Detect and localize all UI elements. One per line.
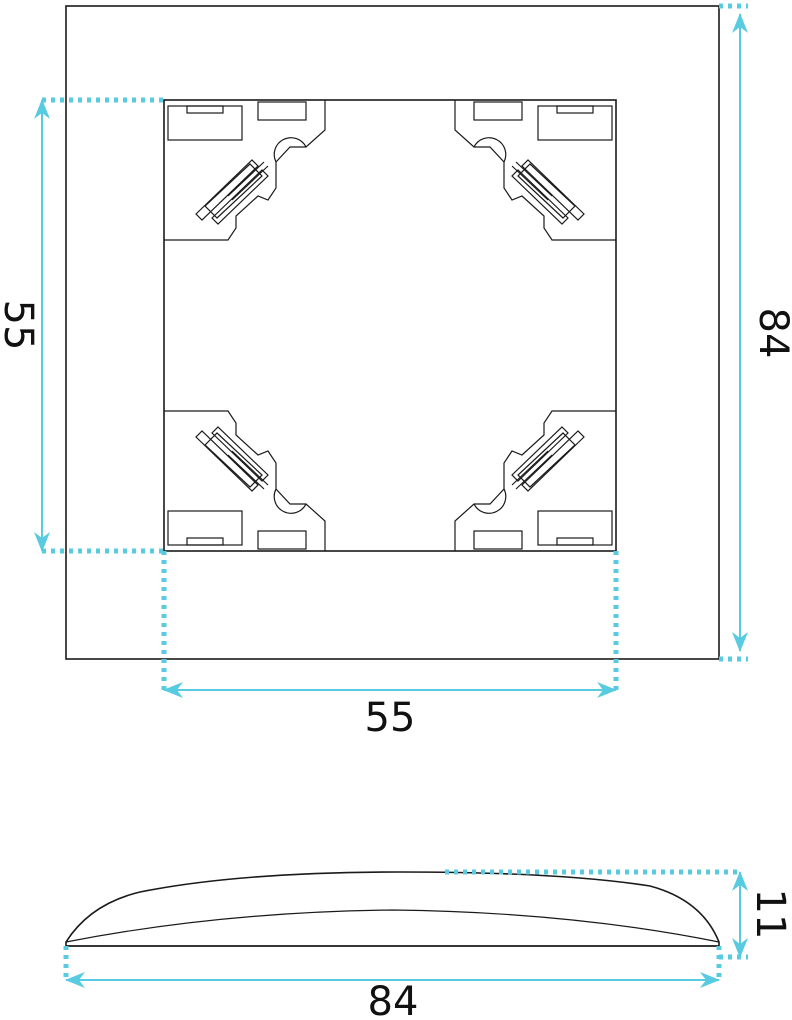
dimension-lines-front: [34, 3, 748, 698]
outer-width-label: 84: [750, 308, 792, 359]
thickness-label: 11: [747, 889, 792, 940]
inner-height-label: 55: [0, 300, 41, 351]
side-profile: [65, 871, 720, 947]
corner-bracket-bottom-left: [163, 410, 326, 552]
inner-opening-outline: [163, 99, 617, 552]
side-width-label: 84: [368, 979, 419, 1020]
corner-bracket-top-left: [163, 99, 326, 241]
corner-bracket-top-right: [454, 99, 617, 241]
dimension-lines-side: [63, 869, 748, 988]
inner-width-label: 55: [365, 695, 416, 741]
corner-bracket-bottom-right: [454, 410, 617, 552]
outer-frame-outline: [65, 5, 720, 660]
